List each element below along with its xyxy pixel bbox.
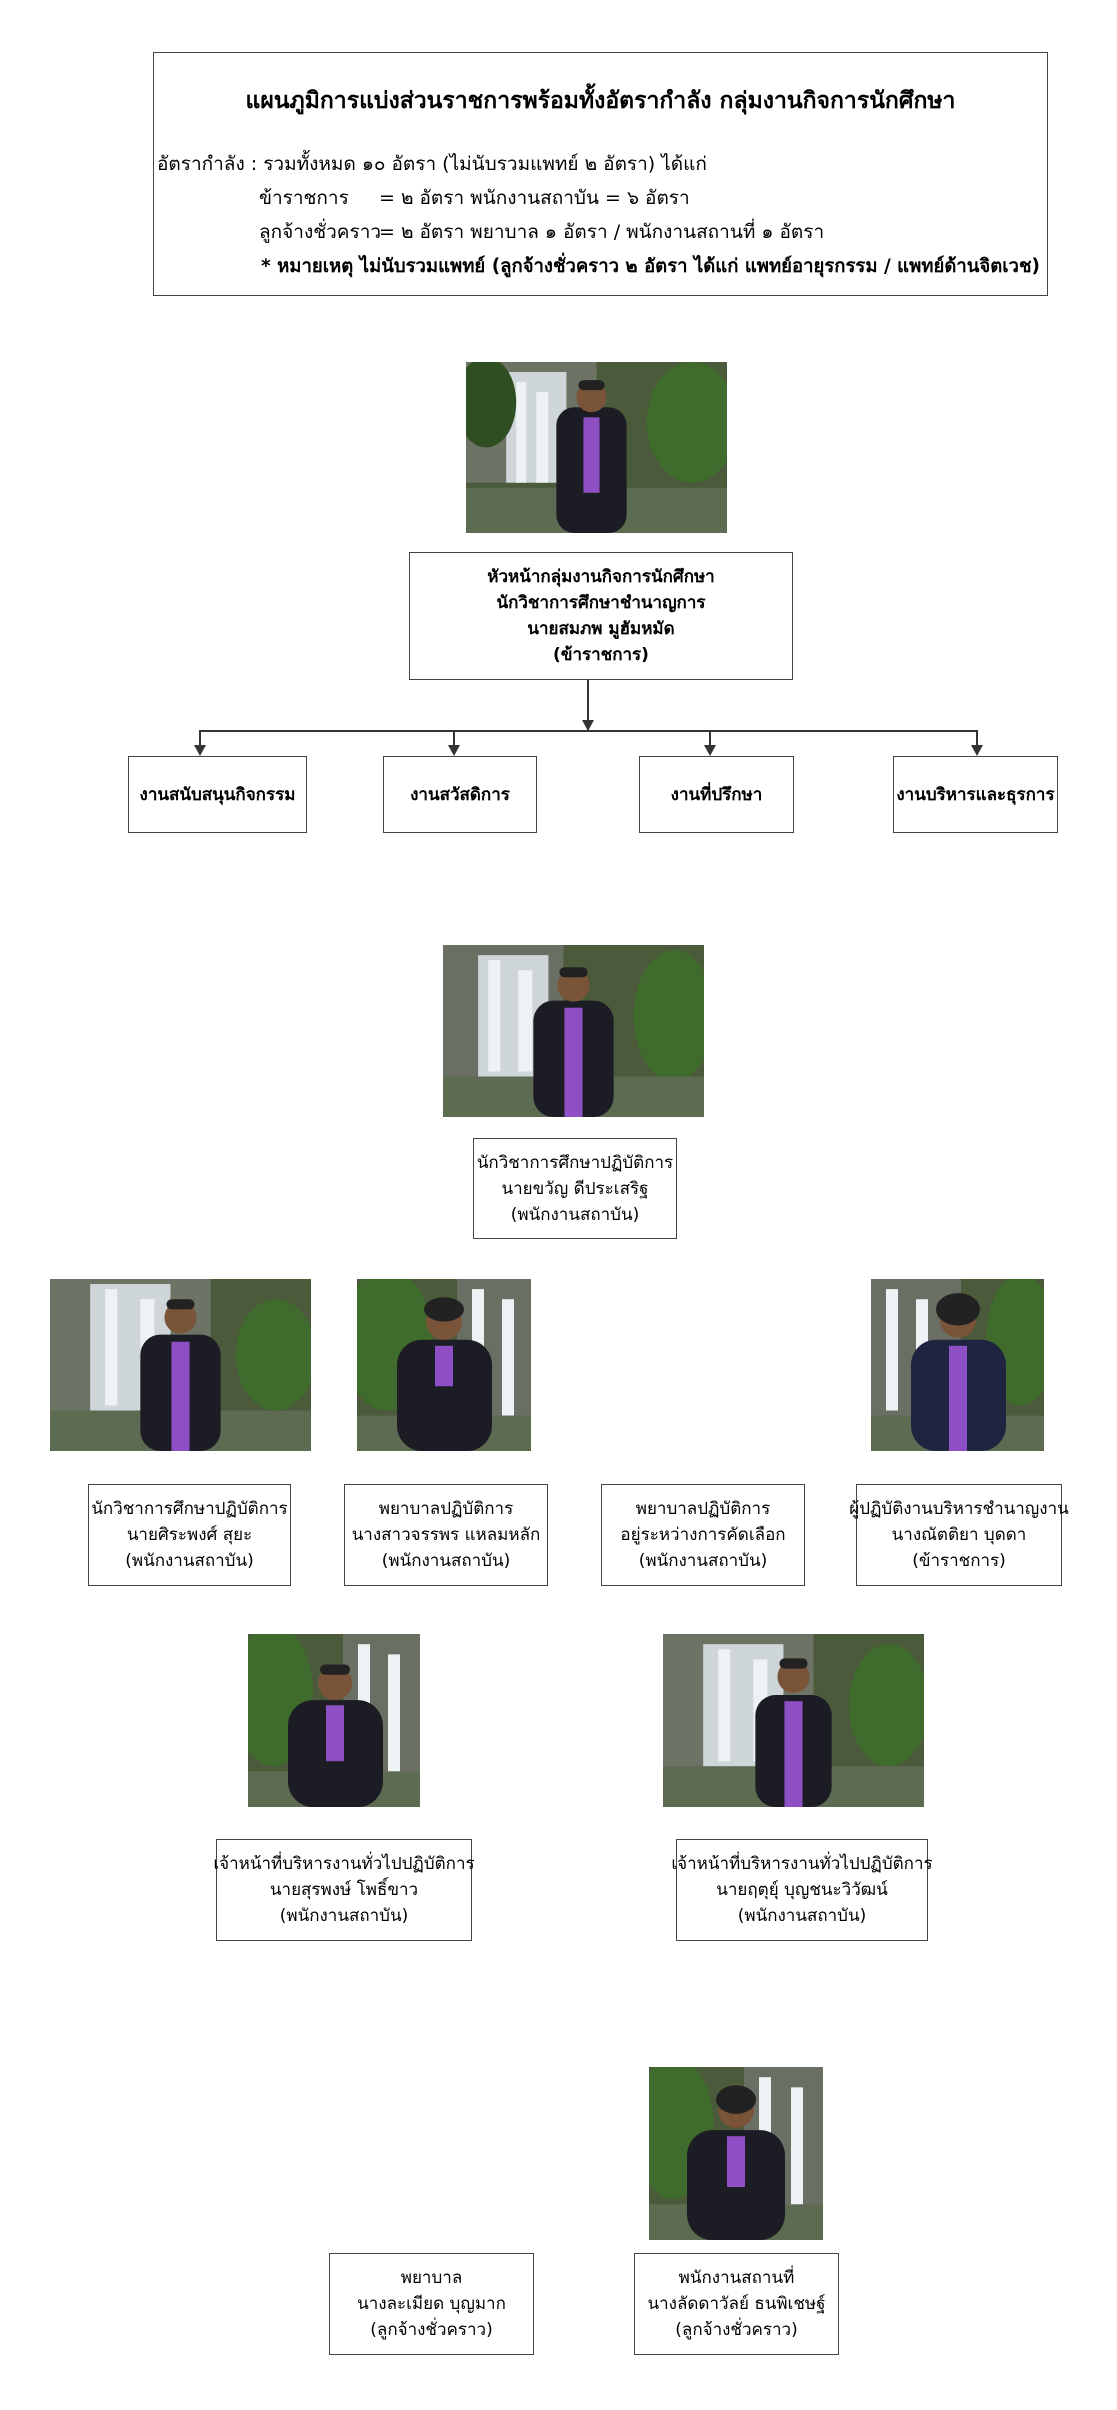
staff-position: นักวิชาการศึกษาปฏิบัติการ [91,1499,288,1519]
unit-welfare: งานสวัสดิการ [383,756,537,833]
unit-label: งานที่ปรึกษา [670,784,763,805]
unit-label: งานบริหารและธุรการ [896,784,1055,805]
staff-name: นายขวัญ ดีประเสริฐ [501,1178,649,1199]
staff-position: พยาบาลปฏิบัติการ [378,1499,514,1519]
staff-position: ผู้ปฏิบัติงานบริหารชำนาญงาน [849,1499,1069,1519]
staff-name: นายฤตุยุ์ บุญชนะวิวัฒน์ [716,1880,888,1900]
staff-position: เจ้าหน้าที่บริหารงานทั่วไปปฏิบัติการ [213,1854,475,1874]
staff-status: (พนักงานสถาบัน) [638,1551,768,1571]
head-box: หัวหน้ากลุ่มงานกิจการนักศึกษา นักวิชาการ… [409,552,793,680]
note-text: * หมายเหตุ ไม่นับรวมแพทย์ (ลูกจ้างชั่วคร… [261,256,1040,277]
head-photo [466,362,727,533]
civil-servant-count: = ๒ อัตรา พนักงานสถาบัน = ๖ อัตรา [379,187,690,209]
unit-label: งานสนับสนุนกิจกรรม [139,784,296,805]
staff-name: นายสุรพงษ์ โพธิ์ขาว [269,1880,419,1900]
temporary-staff-label: ลูกจ้างชั่วคราว [259,221,382,243]
staff-5-photo [871,1279,1044,1451]
staff-6-photo [248,1634,420,1807]
staff-2-box: นักวิชาการศึกษาปฏิบัติการ นายศิระพงศ์ สุ… [88,1484,291,1586]
staff-status: (ลูกจ้างชั่วคราว) [370,2320,493,2340]
staff-status: (พนักงานสถาบัน) [381,1551,511,1571]
staff-9-box: พนักงานสถานที่ นางลัดดาวัลย์ ธนพิเชษฐ์ (… [634,2253,839,2355]
head-rank: นักวิชาการศึกษาชำนาญการ [496,593,706,613]
staff-6-box: เจ้าหน้าที่บริหารงานทั่วไปปฏิบัติการ นาย… [213,1839,475,1941]
chart-title: แผนภูมิการแบ่งส่วนราชการพร้อมทั้งอัตรากำ… [245,88,956,114]
unit-administration: งานบริหารและธุรการ [893,756,1058,833]
staff-name: นายศิระพงศ์ สุยะ [126,1525,253,1545]
arrow-main [582,720,594,731]
staff-8-box: พยาบาล นางละเมียด บุญมาก (ลูกจ้างชั่วครา… [329,2253,534,2355]
staff-position: นักวิชาการศึกษาปฏิบัติการ [476,1152,674,1173]
connector-vertical-main [587,680,589,730]
staff-1-photo [443,945,704,1117]
arrow-unit-3 [704,745,716,756]
staff-3-box: พยาบาลปฏิบัติการ นางสาวจรรพร แหลมหลัก (พ… [344,1484,548,1586]
staff-name: นางสาวจรรพร แหลมหลัก [351,1525,541,1545]
connector-unit-2 [453,730,455,747]
staff-7-box: เจ้าหน้าที่บริหารงานทั่วไปปฏิบัติการ นาย… [671,1839,933,1941]
staff-7-photo [663,1634,924,1807]
connector-horizontal [199,730,978,732]
head-position: หัวหน้ากลุ่มงานกิจการนักศึกษา [487,567,715,587]
staff-status: (พนักงานสถาบัน) [737,1906,867,1926]
staff-4-box: พยาบาลปฏิบัติการ อยู่ระหว่างการคัดเลือก … [601,1484,805,1586]
header-box: แผนภูมิการแบ่งส่วนราชการพร้อมทั้งอัตรากำ… [153,52,1048,296]
staff-status: (ลูกจ้างชั่วคราว) [675,2320,798,2340]
staff-position: เจ้าหน้าที่บริหารงานทั่วไปปฏิบัติการ [671,1854,933,1874]
arrow-unit-1 [194,745,206,756]
staff-5-box: ผู้ปฏิบัติงานบริหารชำนาญงาน นางณัตติยา บ… [849,1484,1069,1586]
connector-unit-4 [976,730,978,747]
staff-name: นางณัตติยา บุดดา [891,1525,1027,1545]
staff-9-photo [649,2067,823,2240]
staff-status: (พนักงานสถาบัน) [510,1204,640,1225]
arrow-unit-2 [448,745,460,756]
unit-advisory: งานที่ปรึกษา [639,756,794,833]
unit-activity-support: งานสนับสนุนกิจกรรม [128,756,307,833]
staff-position: พนักงานสถานที่ [678,2268,795,2288]
staff-position: พยาบาลปฏิบัติการ [635,1499,771,1519]
staff-position: พยาบาล [400,2268,463,2288]
staff-status: (พนักงานสถาบัน) [125,1551,254,1571]
staff-status: (ข้าราชการ) [912,1551,1006,1571]
connector-unit-3 [709,730,711,747]
staff-name: อยู่ระหว่างการคัดเลือก [620,1525,786,1545]
civil-servant-label: ข้าราชการ [259,187,349,209]
arrow-unit-4 [971,745,983,756]
staff-status: (พนักงานสถาบัน) [279,1906,409,1926]
unit-label: งานสวัสดิการ [410,784,510,805]
staff-2-photo [50,1279,311,1451]
connector-unit-1 [199,730,201,747]
staff-3-photo [357,1279,531,1451]
staff-name: นางลัดดาวัลย์ ธนพิเชษฐ์ [647,2294,826,2314]
staff-1-box: นักวิชาการศึกษาปฏิบัติการ นายขวัญ ดีประเ… [473,1138,677,1239]
staff-name: นางละเมียด บุญมาก [357,2294,506,2314]
temporary-staff-count: = ๒ อัตรา พยาบาล ๑ อัตรา / พนักงานสถานที… [379,221,825,243]
head-name: นายสมภพ มูฮัมหมัด [527,619,675,639]
staff-total-line: อัตรากำลัง : รวมทั้งหมด ๑๐ อัตรา (ไม่นับ… [157,153,707,175]
head-status: (ข้าราชการ) [553,645,649,665]
